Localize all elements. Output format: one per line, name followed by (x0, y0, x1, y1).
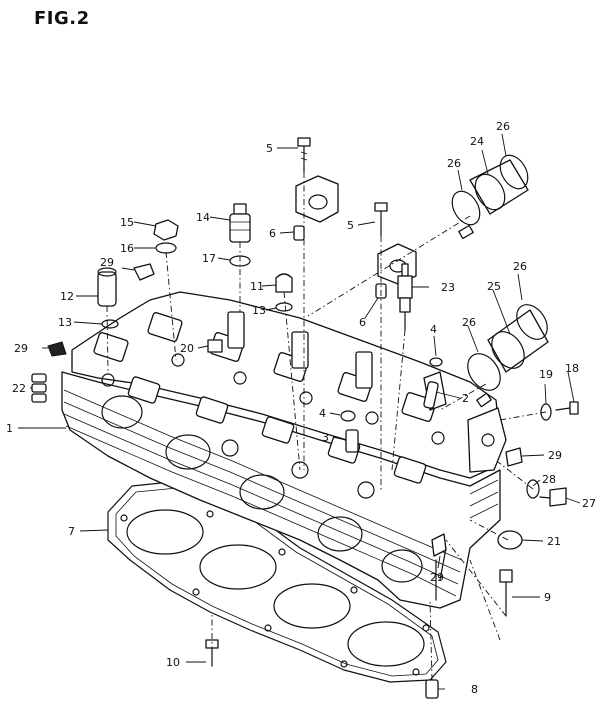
nut-15 (153, 219, 179, 241)
callout-11: 11 (250, 280, 264, 293)
retainer-29-left (47, 341, 67, 357)
callout-13-center: 13 (252, 304, 266, 317)
washer-13-center (275, 302, 293, 312)
callout-26-d: 26 (513, 260, 527, 273)
callout-7: 7 (68, 525, 75, 538)
oil-pipe-2 (423, 381, 439, 409)
callout-29-top: 29 (100, 256, 114, 269)
callout-17: 17 (202, 252, 216, 265)
bolt-5-lower (374, 202, 388, 237)
callout-15: 15 (120, 216, 134, 229)
callout-27: 27 (582, 497, 596, 510)
shims-22 (31, 373, 47, 403)
leader-lines (18, 133, 581, 690)
adjuster-14 (229, 203, 251, 243)
bolt-9 (499, 569, 513, 617)
bolt-27 (539, 487, 567, 507)
spark-plug (397, 263, 413, 331)
callout-9: 9 (544, 591, 551, 604)
callout-25: 25 (487, 280, 501, 293)
callout-28: 28 (542, 473, 556, 486)
callout-4-center: 4 (319, 407, 326, 420)
callout-16: 16 (120, 242, 134, 255)
callout-8: 8 (471, 683, 478, 696)
cap-nut-11 (275, 273, 293, 293)
callout-20: 20 (180, 342, 194, 355)
callout-19: 19 (539, 368, 553, 381)
callout-14: 14 (196, 211, 210, 224)
callout-23: 23 (441, 281, 455, 294)
callout-22: 22 (12, 382, 26, 395)
callout-29-right: 29 (548, 449, 562, 462)
plug-3 (345, 429, 359, 453)
callout-26-c: 26 (462, 316, 476, 329)
callout-29-bottom: 29 (430, 571, 444, 584)
callout-13-left: 13 (58, 316, 72, 329)
callout-26-a: 26 (447, 157, 461, 170)
dowel-pin-6-upper (293, 225, 305, 241)
figure-title: FIG.2 (34, 8, 90, 29)
callout-labels: 1 2 3 4 4 5 5 6 6 7 8 9 10 11 12 13 13 1… (6, 120, 596, 696)
callout-18: 18 (565, 362, 579, 375)
plug-21 (497, 530, 523, 550)
callout-26-b: 26 (496, 120, 510, 133)
intake-pipe-24 (451, 154, 529, 240)
callout-6-upper: 6 (269, 227, 276, 240)
dowel-8 (425, 679, 439, 699)
plug-20 (207, 339, 223, 353)
callout-12: 12 (60, 290, 74, 303)
callout-1: 1 (6, 422, 13, 435)
callout-24: 24 (470, 135, 484, 148)
plug-29-right (505, 447, 523, 467)
sleeve-12 (97, 267, 117, 307)
callout-21: 21 (547, 535, 561, 548)
cylinder-head (61, 291, 507, 609)
plug-29-bottom (431, 533, 447, 557)
o-ring-4-center (340, 410, 356, 422)
callout-10: 10 (166, 656, 180, 669)
bolt-18 (555, 401, 579, 415)
callout-5-lower: 5 (347, 219, 354, 232)
bolt-5-upper (297, 137, 311, 173)
callout-4-right: 4 (430, 323, 437, 336)
callout-6-lower: 6 (359, 316, 366, 329)
washer-16 (155, 242, 177, 254)
o-ring-4-right (429, 357, 443, 367)
callout-3: 3 (322, 431, 329, 444)
callout-29-left: 29 (14, 342, 28, 355)
retainer-29-top (133, 263, 155, 281)
callout-2: 2 (462, 392, 469, 405)
washer-28 (526, 479, 540, 499)
callout-5-upper: 5 (266, 142, 273, 155)
camshaft-cap-upper (295, 175, 339, 223)
intake-pipe-25 (467, 304, 549, 408)
